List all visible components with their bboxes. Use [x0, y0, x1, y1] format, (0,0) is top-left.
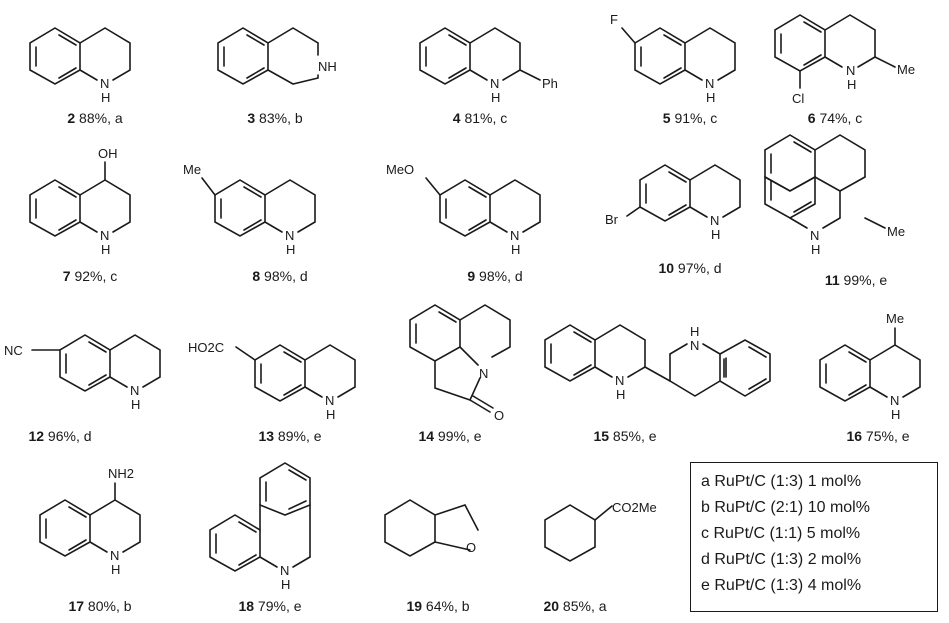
- legend-item-c: c RuPt/C (1:1) 5 mol%: [701, 525, 861, 542]
- structure-8: Me N H: [183, 162, 316, 257]
- atom-n: N: [510, 228, 519, 243]
- atom-nh: NH: [318, 59, 337, 74]
- structure-11: N H Me: [764, 134, 905, 257]
- atom-oh: OH: [98, 146, 118, 161]
- atom-n: N: [615, 373, 624, 388]
- atom-n: N: [846, 63, 855, 78]
- atom-h: H: [101, 90, 110, 105]
- caption-10: 10 97%, d: [658, 260, 722, 276]
- structure-4: N H Ph: [419, 27, 558, 105]
- caption-19: 19 64%, b: [406, 598, 470, 614]
- caption-12: 12 96%, d: [28, 428, 92, 444]
- legend-item-d: d RuPt/C (1:3) 2 mol%: [701, 551, 862, 568]
- caption-7: 7 92%, c: [62, 268, 118, 284]
- structure-19: O: [384, 499, 479, 557]
- structure-6: N H Me Cl: [774, 14, 915, 106]
- caption-20: 20 85%, a: [543, 598, 607, 614]
- atom-o: O: [494, 408, 504, 423]
- atom-n: N: [705, 76, 714, 91]
- atom-n: N: [325, 393, 334, 408]
- caption-17: 17 80%, b: [68, 598, 132, 614]
- structure-5: F N H: [610, 12, 736, 105]
- atom-h: H: [326, 407, 335, 422]
- atom-n: N: [100, 76, 109, 91]
- legend-item-b: b RuPt/C (2:1) 10 mol%: [701, 499, 870, 516]
- conditions-legend: a RuPt/C (1:3) 1 mol% b RuPt/C (2:1) 10 …: [690, 462, 938, 612]
- structure-18: N H: [209, 462, 311, 592]
- caption-16: 16 75%, e: [846, 428, 910, 444]
- atom-n: N: [285, 228, 294, 243]
- caption-6: 6 74%, c: [807, 110, 863, 126]
- structure-14: N O: [409, 304, 511, 423]
- caption-3: 3 83%, b: [247, 110, 303, 126]
- atom-n: N: [110, 548, 119, 563]
- structure-2: N H: [29, 27, 131, 105]
- atom-h: H: [891, 407, 900, 422]
- structure-13: HO2C N H: [188, 340, 356, 422]
- atom-ho2c: HO2C: [188, 340, 224, 355]
- atom-h: H: [491, 90, 500, 105]
- atom-br: Br: [605, 212, 619, 227]
- caption-8: 8 98%, d: [252, 268, 308, 284]
- atom-n: N: [100, 228, 109, 243]
- atom-me: Me: [886, 311, 904, 326]
- atom-n: N: [890, 393, 899, 408]
- atom-h: H: [281, 577, 290, 592]
- structure-9: MeO N H: [386, 162, 541, 257]
- atom-o: O: [466, 540, 476, 555]
- atom-n: N: [130, 383, 139, 398]
- atom-h: H: [706, 90, 715, 105]
- caption-9: 9 98%, d: [467, 268, 523, 284]
- atom-f: F: [610, 12, 618, 27]
- atom-h: H: [111, 562, 120, 577]
- atom-nh2: NH2: [108, 466, 134, 481]
- caption-18: 18 79%, e: [238, 598, 302, 614]
- structure-10: Br N H: [605, 164, 741, 242]
- atom-ph: Ph: [542, 76, 558, 91]
- atom-n: N: [810, 228, 819, 243]
- caption-13: 13 89%, e: [258, 428, 322, 444]
- caption-14: 14 99%, e: [418, 428, 482, 444]
- atom-n: N: [710, 213, 719, 228]
- atom-n: N: [479, 366, 488, 381]
- structure-12: NC N H: [4, 334, 161, 412]
- atom-nc: NC: [4, 343, 23, 358]
- atom-n: N: [490, 76, 499, 91]
- legend-item-e: e RuPt/C (1:3) 4 mol%: [701, 577, 862, 594]
- caption-5: 5 91%, c: [662, 110, 718, 126]
- caption-4: 4 81%, c: [452, 110, 508, 126]
- atom-h: H: [511, 242, 520, 257]
- structure-20: CO2Me: [544, 500, 657, 562]
- atom-me: Me: [887, 224, 905, 239]
- legend-item-a: a RuPt/C (1:3) 1 mol%: [701, 473, 862, 490]
- atom-h: H: [811, 242, 820, 257]
- atom-cl: Cl: [792, 91, 804, 106]
- structure-3: NH: [217, 27, 337, 85]
- atom-h: H: [690, 324, 699, 339]
- structure-16: Me N H: [819, 311, 921, 422]
- structure-7: N H OH: [29, 146, 131, 257]
- atom-h: H: [711, 227, 720, 242]
- atom-h: H: [101, 242, 110, 257]
- atom-me: Me: [183, 162, 201, 177]
- atom-h: H: [131, 397, 140, 412]
- atom-h: H: [286, 242, 295, 257]
- atom-n: N: [280, 563, 289, 578]
- caption-15: 15 85%, e: [593, 428, 657, 444]
- caption-2: 2 88%, a: [67, 110, 123, 126]
- atom-h: H: [616, 387, 625, 402]
- atom-meo: MeO: [386, 162, 414, 177]
- atom-me: Me: [897, 62, 915, 77]
- atom-co2me: CO2Me: [612, 500, 657, 515]
- atom-n: N: [690, 338, 699, 353]
- structure-17: N H NH2: [39, 466, 141, 577]
- caption-11: 11 99%, e: [824, 272, 888, 288]
- structure-15: N H H N: [544, 324, 771, 402]
- atom-h: H: [847, 77, 856, 92]
